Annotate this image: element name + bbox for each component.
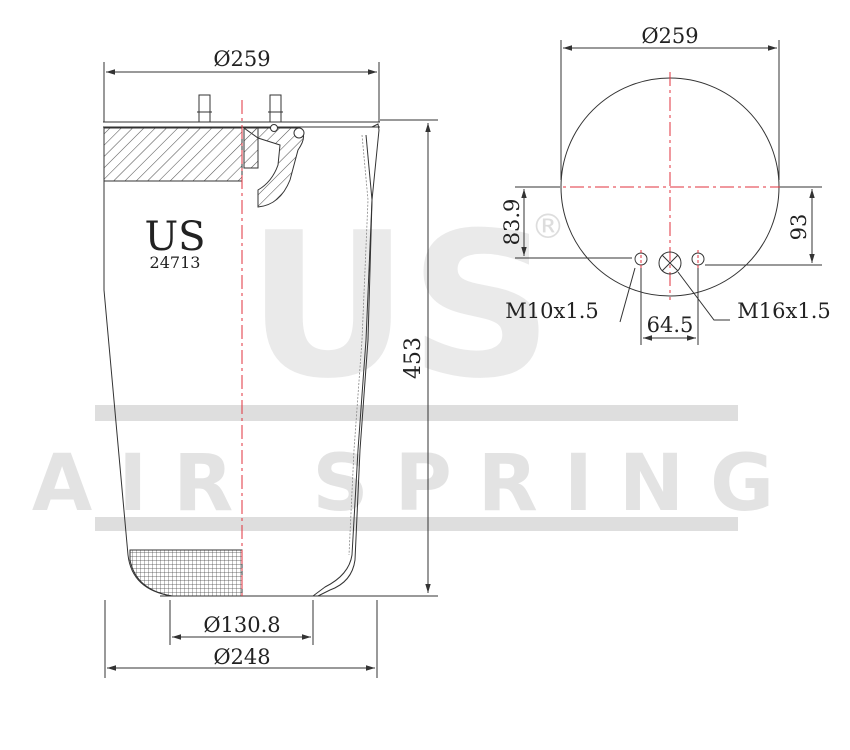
- stud-right: [268, 94, 283, 123]
- watermark: US ® AIR SPRING: [32, 190, 800, 531]
- hole-m16-center: [658, 251, 682, 275]
- hole-m10-left: [634, 252, 648, 266]
- dim-offset-left: 83.9: [500, 199, 524, 246]
- leader-m10: [619, 267, 636, 323]
- part-brand: US: [144, 214, 205, 260]
- label-thread-large: M16x1.5: [737, 299, 830, 323]
- leader-m16: [677, 271, 730, 321]
- dim-stud-spacing: 64.5: [647, 313, 694, 337]
- watermark-tagline: AIR SPRING: [32, 439, 800, 529]
- dim-top-diameter: Ø259: [641, 24, 698, 48]
- watermark-logo: US: [247, 190, 553, 423]
- dim-side-top-diameter: Ø259: [213, 47, 270, 71]
- fitting-section: [242, 127, 304, 208]
- dim-bottom-inner-diameter: Ø130.8: [203, 613, 280, 637]
- watermark-bar-top: [95, 405, 738, 421]
- dim-side-height: 453: [401, 337, 426, 379]
- hole-m10-right: [691, 252, 705, 266]
- dim-bottom-outer-diameter: Ø248: [213, 645, 270, 669]
- watermark-registered: ®: [531, 207, 565, 247]
- label-thread-small: M10x1.5: [505, 299, 598, 323]
- top-view: [520, 72, 820, 300]
- piston-section-grid: [129, 549, 243, 597]
- stud-left: [197, 94, 212, 123]
- dim-offset-right: 93: [787, 214, 811, 241]
- side-view: [103, 94, 380, 600]
- crimp-band-hatch: [103, 127, 243, 182]
- part-number: 24713: [150, 253, 201, 272]
- side-dimensions: [103, 62, 438, 678]
- top-dimensions: [515, 40, 822, 345]
- watermark-bar-bottom: [95, 517, 738, 531]
